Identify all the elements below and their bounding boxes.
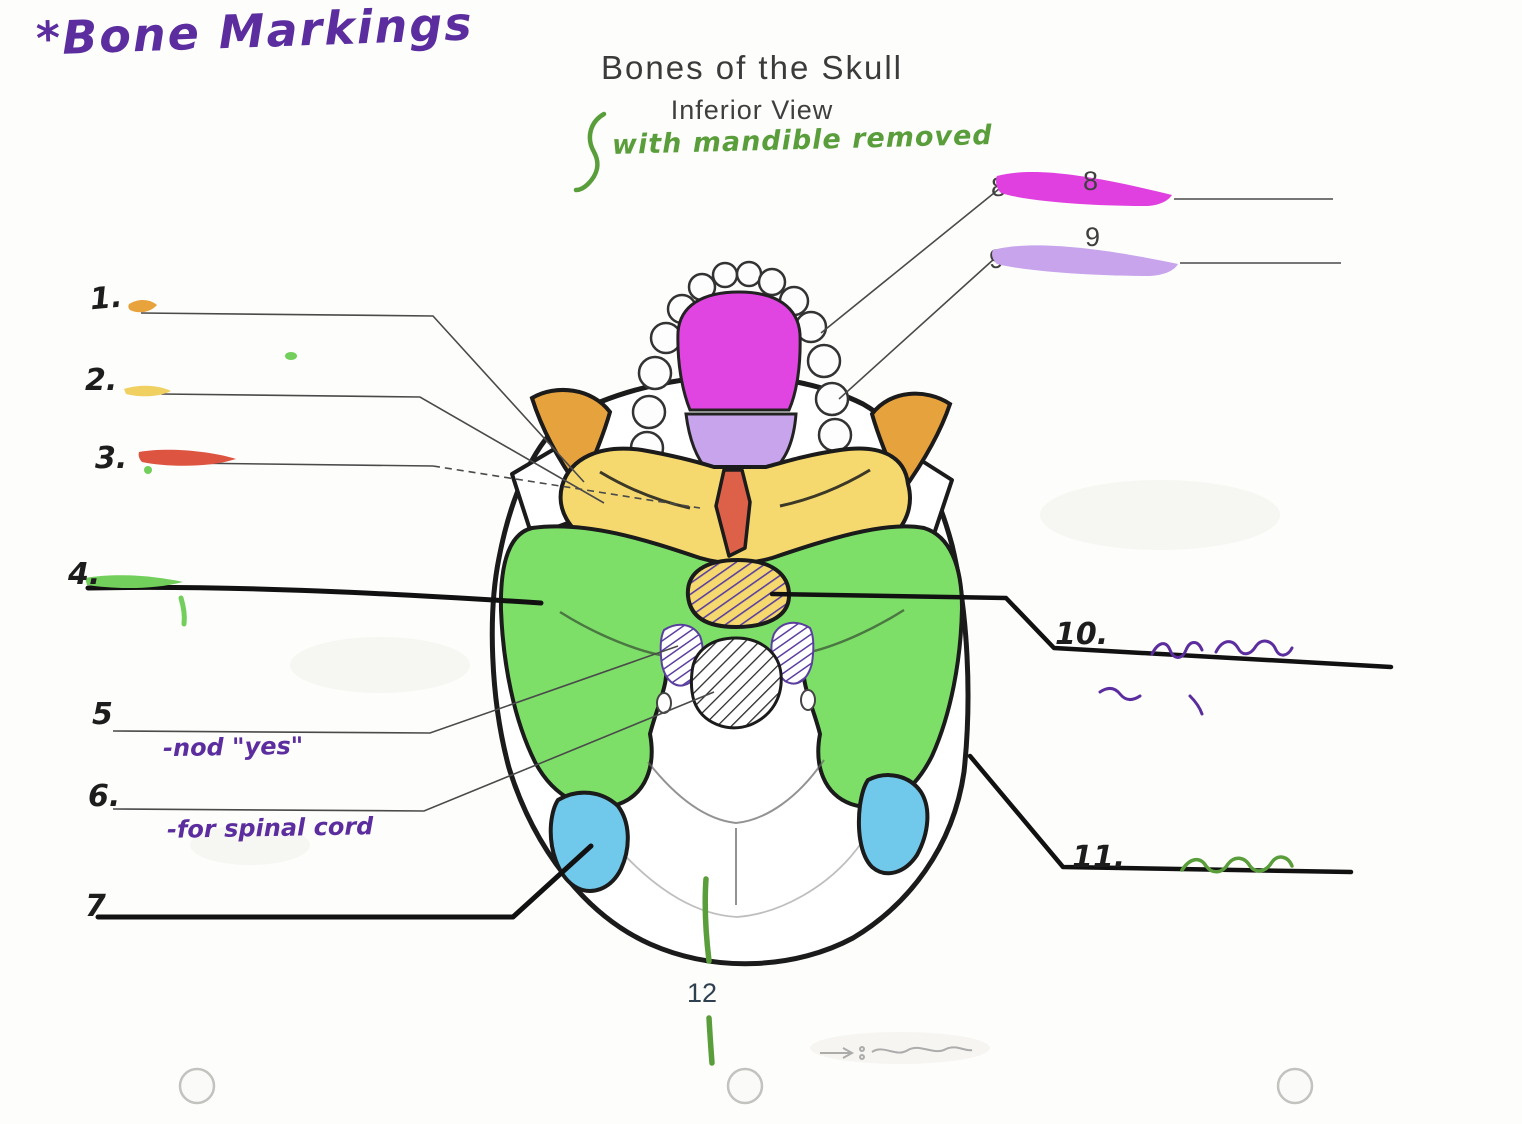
label-6-note: -for spinal cord <box>166 812 374 844</box>
pterygoid-hatched-right <box>770 621 815 685</box>
label-5-note: -nod "yes" <box>162 731 304 763</box>
leader-line-1 <box>140 312 585 483</box>
leader-line-8 <box>820 188 1000 334</box>
highlight-mark-3 <box>138 449 236 466</box>
label-5: 5 <box>92 697 113 732</box>
tooth <box>817 417 853 453</box>
mastoid-left-region <box>548 790 630 893</box>
curly-brace-mark <box>573 111 607 193</box>
thin-leader-lines <box>112 188 1341 812</box>
label-8: 8 <box>1083 166 1099 196</box>
highlight-mark-1 <box>128 299 157 313</box>
leader-line-11 <box>967 753 1354 875</box>
highlight-mark-2 <box>124 385 171 397</box>
vomer-region <box>714 468 752 558</box>
highlight-mark-4 <box>85 575 183 589</box>
scan-smudges <box>190 480 1280 1064</box>
highlight-mark-4-tick <box>178 595 187 627</box>
label-12: 12 <box>687 978 718 1008</box>
magenta-marker-swoosh <box>996 172 1172 206</box>
thick-leader-lines <box>85 584 1394 920</box>
label-3: 3. <box>95 441 128 476</box>
tooth <box>735 260 763 288</box>
leader-line-10 <box>769 591 1394 670</box>
teeth-arch <box>629 260 853 466</box>
tooth <box>757 267 787 297</box>
leader-line-7 <box>95 843 594 920</box>
label-12-marker-stroke-bottom <box>706 1015 715 1066</box>
foramen-magnum-region <box>689 636 783 730</box>
hole-punches <box>178 1067 1314 1105</box>
leader-line-2 <box>160 393 605 504</box>
label-10: 10. <box>1055 617 1109 652</box>
occipital-detail-lines <box>614 759 863 918</box>
green-fleck-small <box>144 466 152 474</box>
label-1: 1. <box>88 279 124 318</box>
leader-line-6 <box>112 691 715 812</box>
leader-line-3a <box>180 462 434 467</box>
diagram-subtitle: Inferior View <box>670 95 834 125</box>
label-7: 7 <box>85 889 106 924</box>
sphenoid-detail-line-left <box>599 470 691 510</box>
erased-purple-scribble <box>1098 639 1294 716</box>
green-fleck-upper <box>285 352 297 360</box>
erased-green-scribble <box>1180 855 1294 874</box>
hole-punch-left <box>178 1067 216 1105</box>
label-4: 4. <box>68 557 101 592</box>
diagram-title: Bones of the Skull <box>601 49 903 86</box>
label-9: 9 <box>1085 222 1101 252</box>
tooth <box>806 343 842 379</box>
label-11: 11. <box>1072 840 1126 875</box>
leader-line-4 <box>85 584 544 606</box>
tooth <box>814 381 850 417</box>
label-12-marker-stroke-top <box>702 876 712 964</box>
sphenoid-detail-line-right <box>779 468 871 508</box>
hole-punch-center <box>726 1067 764 1105</box>
lavender-marker-swoosh <box>992 245 1178 276</box>
faint-bottom-scribble <box>820 1046 973 1060</box>
tooth <box>711 261 739 289</box>
tooth <box>637 355 673 391</box>
mastoid-right-region <box>856 773 930 876</box>
leader-line-3b <box>432 465 701 509</box>
hole-punch-right <box>1276 1067 1314 1105</box>
label-6: 6. <box>88 779 121 814</box>
label-2: 2. <box>85 363 118 398</box>
petrous-detail-left <box>559 610 667 658</box>
tooth <box>631 394 667 430</box>
hard-palate-region <box>676 290 802 412</box>
leader-line-9 <box>838 258 995 400</box>
styloid-process-right <box>800 689 816 711</box>
sphenoid-body-hatched-region <box>685 557 792 630</box>
leader-line-5 <box>112 645 679 734</box>
